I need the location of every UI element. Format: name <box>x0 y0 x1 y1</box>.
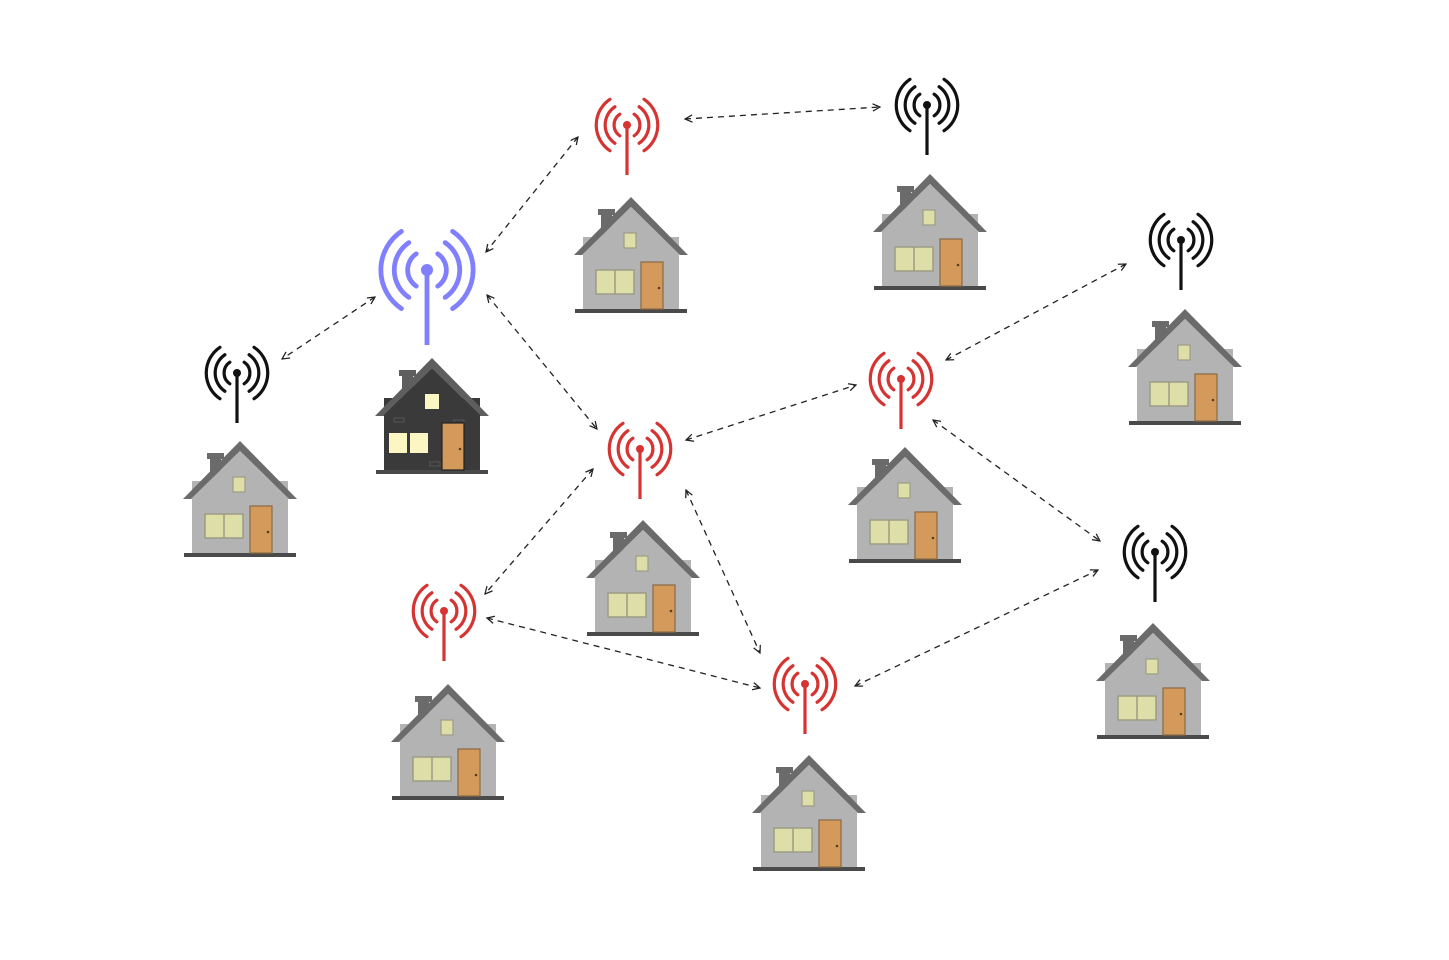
link-top-center-to-top-right <box>685 107 880 119</box>
antenna-icon <box>1122 524 1188 602</box>
antenna-icon <box>204 345 270 423</box>
attic-window <box>232 476 246 493</box>
attic-window <box>440 719 454 736</box>
antenna-icon <box>378 229 476 345</box>
node-bottom-center <box>752 656 866 871</box>
attic-window <box>897 482 911 499</box>
node-right-lower <box>1096 524 1210 739</box>
links-layer <box>282 107 1126 688</box>
dark-house <box>375 358 489 474</box>
antenna-icon <box>411 583 477 661</box>
link-main-hub-to-top-center <box>486 137 578 252</box>
door <box>249 505 273 554</box>
link-center-to-bottom-center <box>686 490 760 653</box>
window <box>410 433 428 453</box>
link-bottom-left-to-bottom-center <box>487 618 760 688</box>
nodes-layer <box>183 77 1242 871</box>
link-center-right-to-right-lower <box>933 420 1100 541</box>
attic-window <box>922 209 936 226</box>
node-center-right <box>848 351 962 563</box>
house <box>1096 623 1210 739</box>
house <box>752 755 866 871</box>
window <box>389 433 407 453</box>
house <box>183 441 297 557</box>
attic-window <box>425 394 439 409</box>
door <box>914 511 938 560</box>
door <box>441 422 465 471</box>
attic-window <box>623 232 637 249</box>
attic-window <box>635 555 649 572</box>
antenna-icon <box>594 97 660 175</box>
door <box>818 819 842 868</box>
link-center-right-to-far-right <box>946 264 1126 360</box>
node-top-center <box>574 97 688 313</box>
house <box>586 520 700 636</box>
door <box>939 238 963 287</box>
door <box>457 748 481 797</box>
link-center-to-center-right <box>686 385 856 440</box>
attic-window <box>1145 658 1159 675</box>
house <box>574 197 688 313</box>
house <box>391 684 505 800</box>
attic-window <box>1177 344 1191 361</box>
antenna-icon <box>1148 212 1214 290</box>
house <box>1128 309 1242 425</box>
node-top-right <box>873 77 987 290</box>
door <box>640 261 664 310</box>
node-left <box>183 345 297 557</box>
antenna-icon <box>772 656 838 734</box>
node-center <box>586 421 700 636</box>
node-main-hub <box>375 229 489 474</box>
node-far-right <box>1128 212 1242 425</box>
house <box>848 447 962 563</box>
door <box>652 584 676 633</box>
antenna-icon <box>607 421 673 499</box>
link-center-to-bottom-left <box>485 469 593 594</box>
antenna-icon <box>894 77 960 155</box>
link-main-hub-to-center <box>487 295 597 429</box>
node-bottom-left <box>391 583 505 800</box>
house <box>873 174 987 290</box>
link-bottom-center-to-right-lower <box>855 570 1098 686</box>
attic-window <box>801 790 815 807</box>
door <box>1194 373 1218 422</box>
link-main-hub-to-left <box>282 297 375 359</box>
antenna-icon <box>868 351 934 429</box>
door <box>1162 687 1186 736</box>
